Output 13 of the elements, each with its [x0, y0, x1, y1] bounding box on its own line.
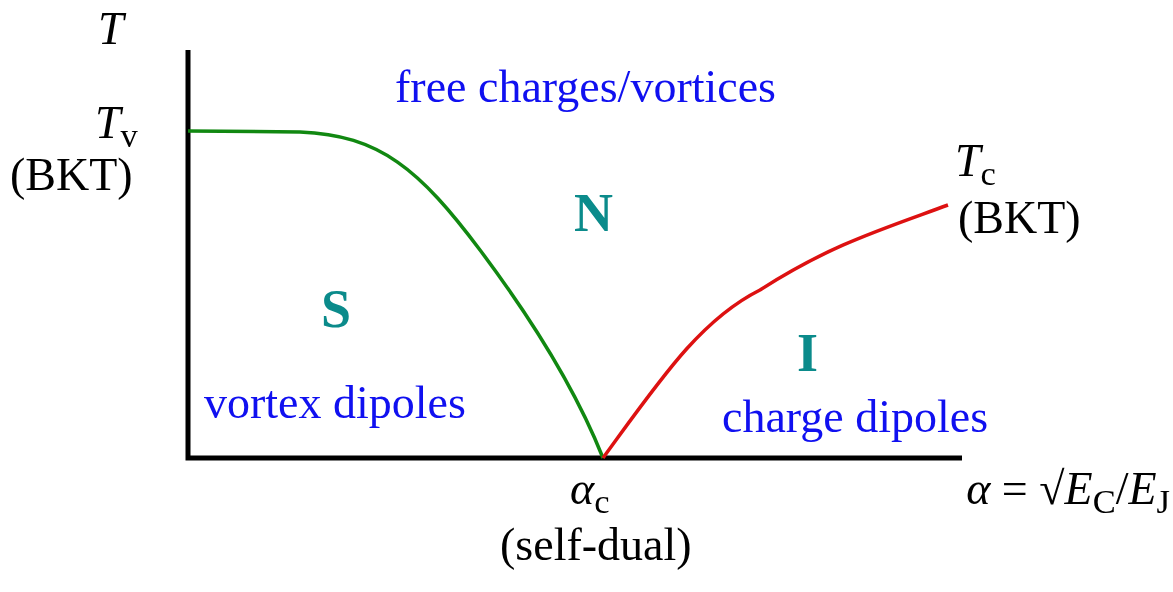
tick-label: (self-dual): [500, 522, 692, 568]
tick-label: (BKT): [10, 152, 133, 198]
region-label: vortex dipoles: [204, 380, 466, 426]
region-label: charge dipoles: [722, 394, 989, 440]
tick-label: T$_{v}$: [95, 100, 138, 146]
axis-label: α = √E$_{C}$/E$_{J}$: [966, 466, 1170, 512]
phase-label: N: [574, 186, 613, 240]
tick-label: α$_{c}$: [570, 466, 610, 512]
phase-label: I: [797, 326, 818, 380]
curve-label: T$_{c}$: [955, 138, 996, 184]
curve-label: (BKT): [958, 195, 1081, 241]
phase-label: S: [321, 282, 352, 336]
region-label: free charges/vortices: [395, 64, 776, 110]
